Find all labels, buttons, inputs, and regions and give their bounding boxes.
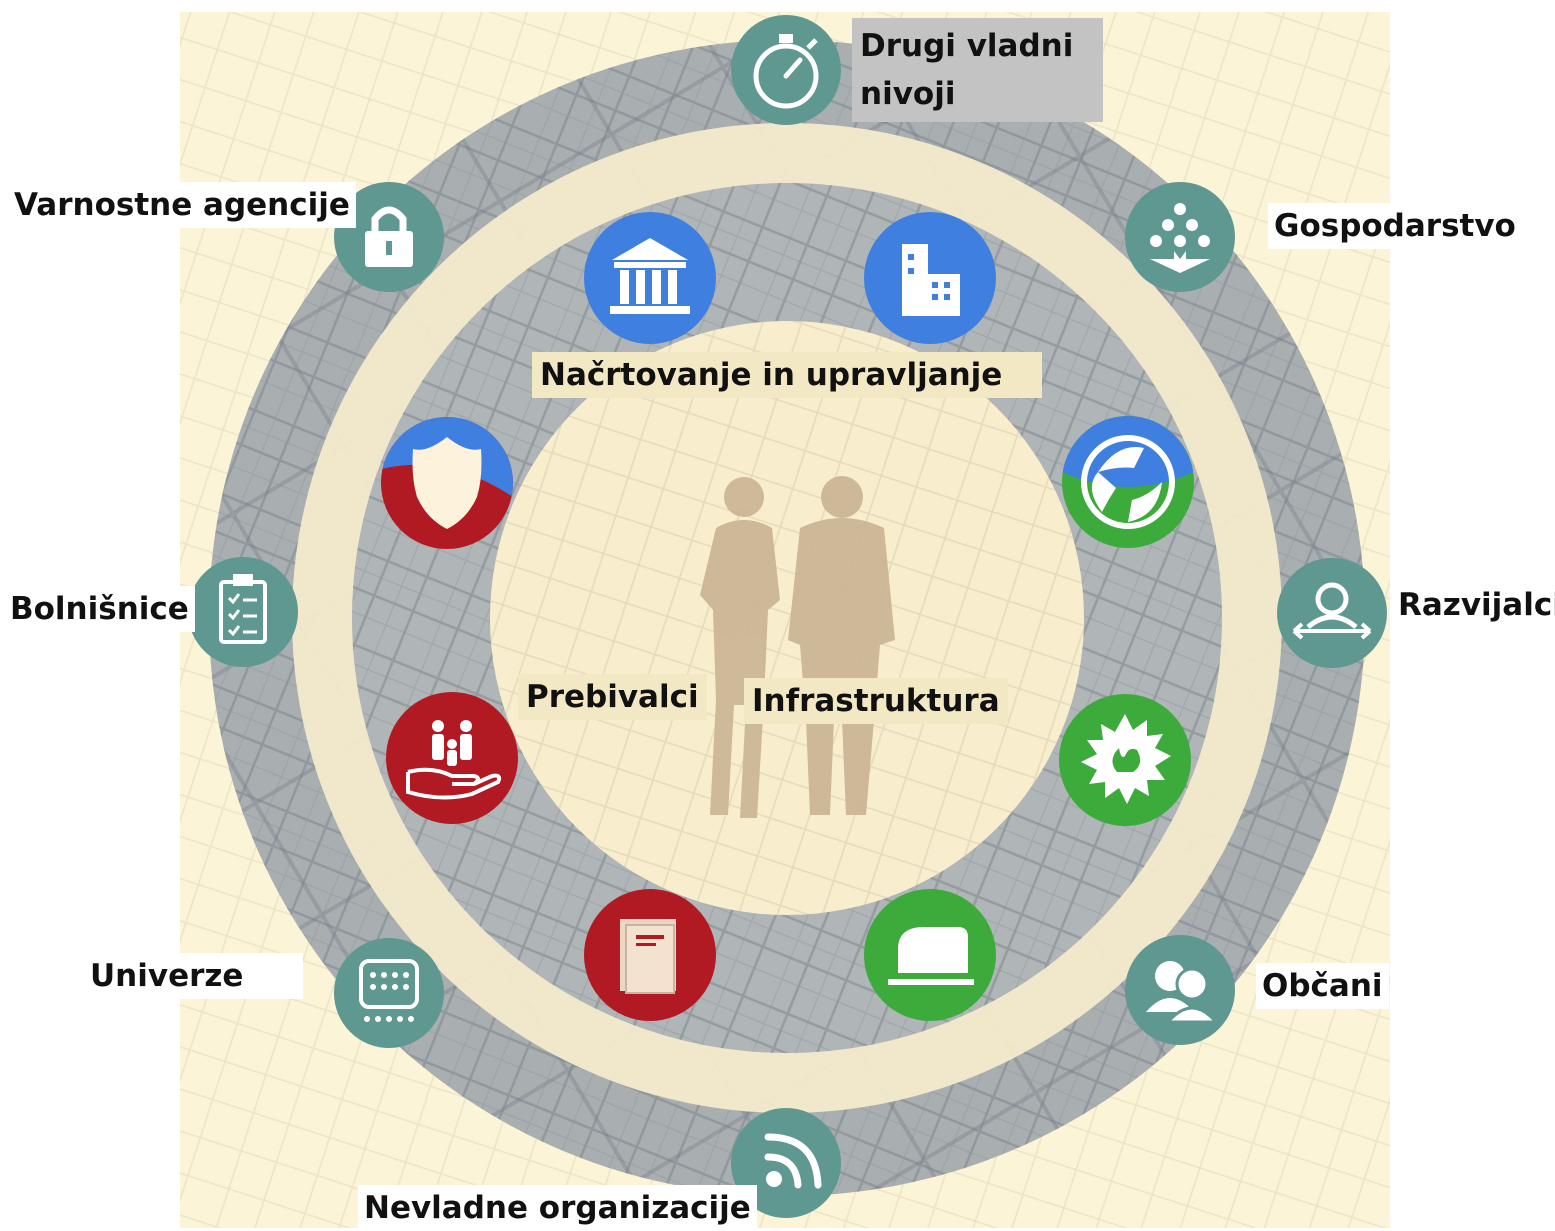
label-razvijalci: Razvijalci	[1392, 582, 1555, 628]
inner-disc	[490, 321, 1084, 915]
people-icon[interactable]	[1125, 935, 1235, 1045]
label-nacrtovanje-in-upravljanje: Načrtovanje in upravljanje	[532, 352, 1043, 398]
label-univerze: Univerze	[84, 953, 304, 999]
government-building-icon[interactable]	[584, 212, 716, 344]
keyboard-icon[interactable]	[334, 938, 444, 1048]
label-infrastruktura: Infrastruktura	[744, 678, 1008, 724]
office-building-icon[interactable]	[864, 212, 996, 344]
book-icon[interactable]	[584, 889, 716, 1021]
two-people-silhouette-icon	[700, 476, 895, 818]
label-drugi-vladni-nivoji: Drugi vladni nivoji	[852, 18, 1103, 122]
person-arrows-icon[interactable]	[1277, 558, 1387, 668]
label-obcani: Občani	[1256, 963, 1389, 1009]
fire-icon[interactable]	[1059, 694, 1191, 826]
label-gospodarstvo: Gospodarstvo	[1268, 203, 1522, 249]
rss-icon[interactable]	[731, 1108, 841, 1218]
padlock-icon[interactable]	[334, 182, 444, 292]
toaster-icon[interactable]	[864, 889, 996, 1021]
label-nevladne-organizacije: Nevladne organizacije	[358, 1185, 757, 1231]
label-varnostne-agencije: Varnostne agencije	[8, 182, 356, 228]
network-icon[interactable]	[1125, 182, 1235, 292]
recycle-icon[interactable]	[1062, 416, 1194, 548]
label-bolnisnice: Bolnišnice	[4, 586, 195, 632]
clipboard-icon[interactable]	[188, 557, 298, 667]
stopwatch-icon[interactable]	[731, 15, 841, 125]
family-care-icon[interactable]	[386, 692, 518, 824]
police-shield-icon[interactable]	[381, 417, 513, 549]
label-prebivalci: Prebivalci	[518, 674, 707, 720]
